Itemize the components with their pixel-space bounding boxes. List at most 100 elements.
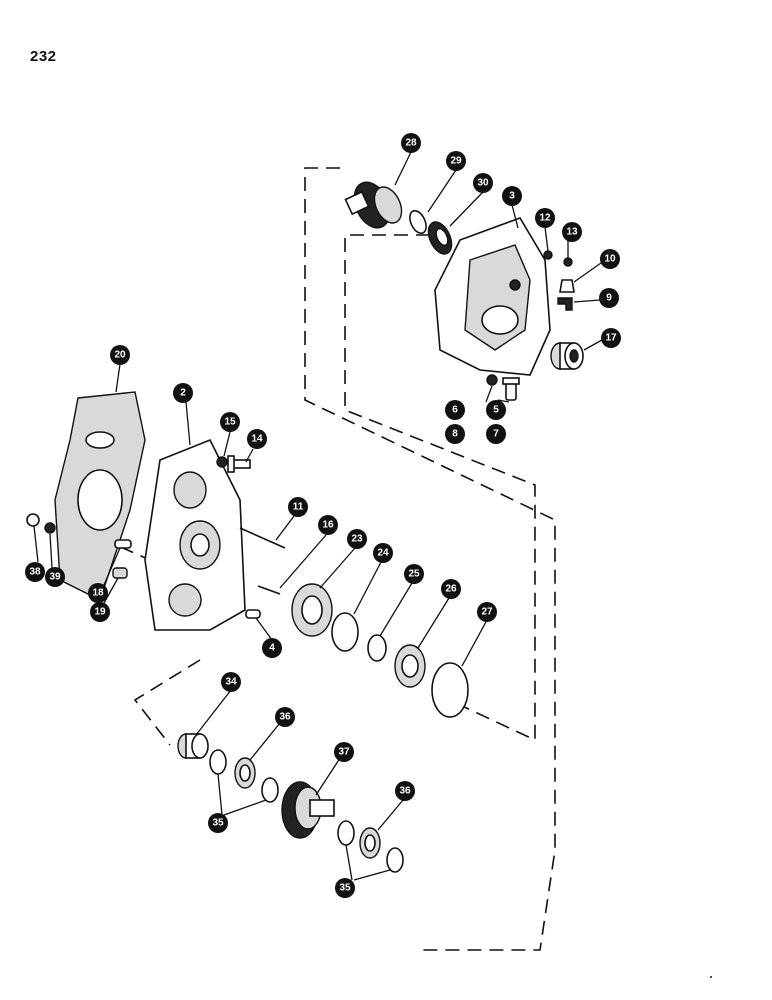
svg-text:36: 36 xyxy=(399,786,411,797)
thrust-bearing-part-36-a xyxy=(234,757,256,789)
callout-6: 6 xyxy=(445,400,465,420)
svg-text:24: 24 xyxy=(377,548,389,559)
svg-text:11: 11 xyxy=(293,502,304,513)
svg-text:26: 26 xyxy=(445,584,457,595)
callout-19: 19 xyxy=(90,602,110,622)
svg-text:15: 15 xyxy=(224,417,236,428)
svg-text:20: 20 xyxy=(114,350,126,361)
callout-37: 37 xyxy=(334,742,354,762)
callout-16: 16 xyxy=(318,515,338,535)
page-number: 232 xyxy=(30,48,57,65)
screw-part-16 xyxy=(257,585,281,595)
washer-part-35-b xyxy=(261,777,279,803)
svg-text:5: 5 xyxy=(493,405,499,416)
callout-29: 29 xyxy=(446,151,466,171)
svg-text:14: 14 xyxy=(251,434,263,445)
svg-text:17: 17 xyxy=(605,333,617,344)
svg-text:4: 4 xyxy=(269,643,275,654)
callout-11: 11 xyxy=(288,497,308,517)
svg-text:19: 19 xyxy=(94,607,106,618)
callout-9: 9 xyxy=(599,288,619,308)
callout-8: 8 xyxy=(445,424,465,444)
callout-18: 18 xyxy=(88,583,108,603)
svg-text:10: 10 xyxy=(604,254,616,265)
bearing-part-34 xyxy=(177,733,209,759)
callout-36-lower: 36 xyxy=(395,781,415,801)
callout-34: 34 xyxy=(221,672,241,692)
svg-text:2: 2 xyxy=(180,388,186,399)
callout-5: 5 xyxy=(486,400,506,420)
callout-39: 39 xyxy=(45,567,65,587)
svg-text:38: 38 xyxy=(29,567,41,578)
sleeve-part-19 xyxy=(112,567,128,579)
svg-text:12: 12 xyxy=(539,213,551,224)
washer-part-6 xyxy=(486,374,498,386)
callout-2: 2 xyxy=(173,383,193,403)
fitting-part-13 xyxy=(563,257,573,267)
callout-20: 20 xyxy=(110,345,130,365)
ring-part-29 xyxy=(409,209,427,235)
elbow-part-9 xyxy=(557,297,573,311)
svg-text:23: 23 xyxy=(351,534,363,545)
callout-28: 28 xyxy=(401,133,421,153)
callout-24: 24 xyxy=(373,543,393,563)
svg-text:27: 27 xyxy=(481,607,493,618)
svg-text:18: 18 xyxy=(92,588,104,599)
bearing-part-30 xyxy=(427,221,453,255)
washer-part-35-a xyxy=(209,749,227,775)
svg-text:25: 25 xyxy=(408,569,420,580)
callout-23: 23 xyxy=(347,529,367,549)
callout-30: 30 xyxy=(473,173,493,193)
gasket-part-20 xyxy=(54,391,146,601)
callout-38: 38 xyxy=(25,562,45,582)
callout-3: 3 xyxy=(502,186,522,206)
bearing-part-26 xyxy=(394,644,426,688)
callout-4: 4 xyxy=(262,638,282,658)
gear-shaft-part-28 xyxy=(344,181,403,229)
svg-text:39: 39 xyxy=(49,572,61,583)
grease-fitting-part-10 xyxy=(559,279,575,293)
svg-text:9: 9 xyxy=(606,293,612,304)
svg-text:8: 8 xyxy=(452,429,458,440)
washer-part-35-c xyxy=(337,820,355,846)
callout-35-lower: 35 xyxy=(335,878,355,898)
svg-text:7: 7 xyxy=(493,429,499,440)
callout-13: 13 xyxy=(562,222,582,242)
washer-part-35-d xyxy=(386,847,404,873)
gear-part-37 xyxy=(281,781,335,839)
svg-text:29: 29 xyxy=(450,156,462,167)
callout-7: 7 xyxy=(486,424,506,444)
callout-27: 27 xyxy=(477,602,497,622)
svg-text:28: 28 xyxy=(405,138,417,149)
svg-text:13: 13 xyxy=(566,227,578,238)
stud-part-11 xyxy=(239,527,286,549)
speck-mark xyxy=(710,976,712,978)
seal-part-23 xyxy=(291,583,333,637)
bearing-part-17 xyxy=(550,342,584,370)
dowel-part-18 xyxy=(114,539,132,549)
leader-lines xyxy=(33,151,603,881)
callout-14: 14 xyxy=(247,429,267,449)
svg-text:35: 35 xyxy=(212,818,224,829)
callout-12: 12 xyxy=(535,208,555,228)
gear-case-part-2 xyxy=(144,438,246,631)
svg-text:16: 16 xyxy=(322,520,334,531)
washer-part-39 xyxy=(44,522,56,534)
bolt-part-14 xyxy=(227,455,251,473)
assembly-outline-inner xyxy=(344,234,536,742)
snap-ring-part-24 xyxy=(331,612,359,652)
pin-part-4 xyxy=(245,609,261,619)
svg-text:6: 6 xyxy=(452,405,458,416)
svg-text:34: 34 xyxy=(225,677,237,688)
snap-ring-part-27 xyxy=(431,662,469,718)
nut-part-12 xyxy=(543,250,553,260)
callout-15: 15 xyxy=(220,412,240,432)
svg-text:30: 30 xyxy=(477,178,489,189)
thrust-bearing-part-36-b xyxy=(359,827,381,859)
callout-35-upper: 35 xyxy=(208,813,228,833)
nut-part-15 xyxy=(216,456,228,468)
callout-36-upper: 36 xyxy=(275,707,295,727)
svg-text:37: 37 xyxy=(338,747,350,758)
svg-text:35: 35 xyxy=(339,883,351,894)
